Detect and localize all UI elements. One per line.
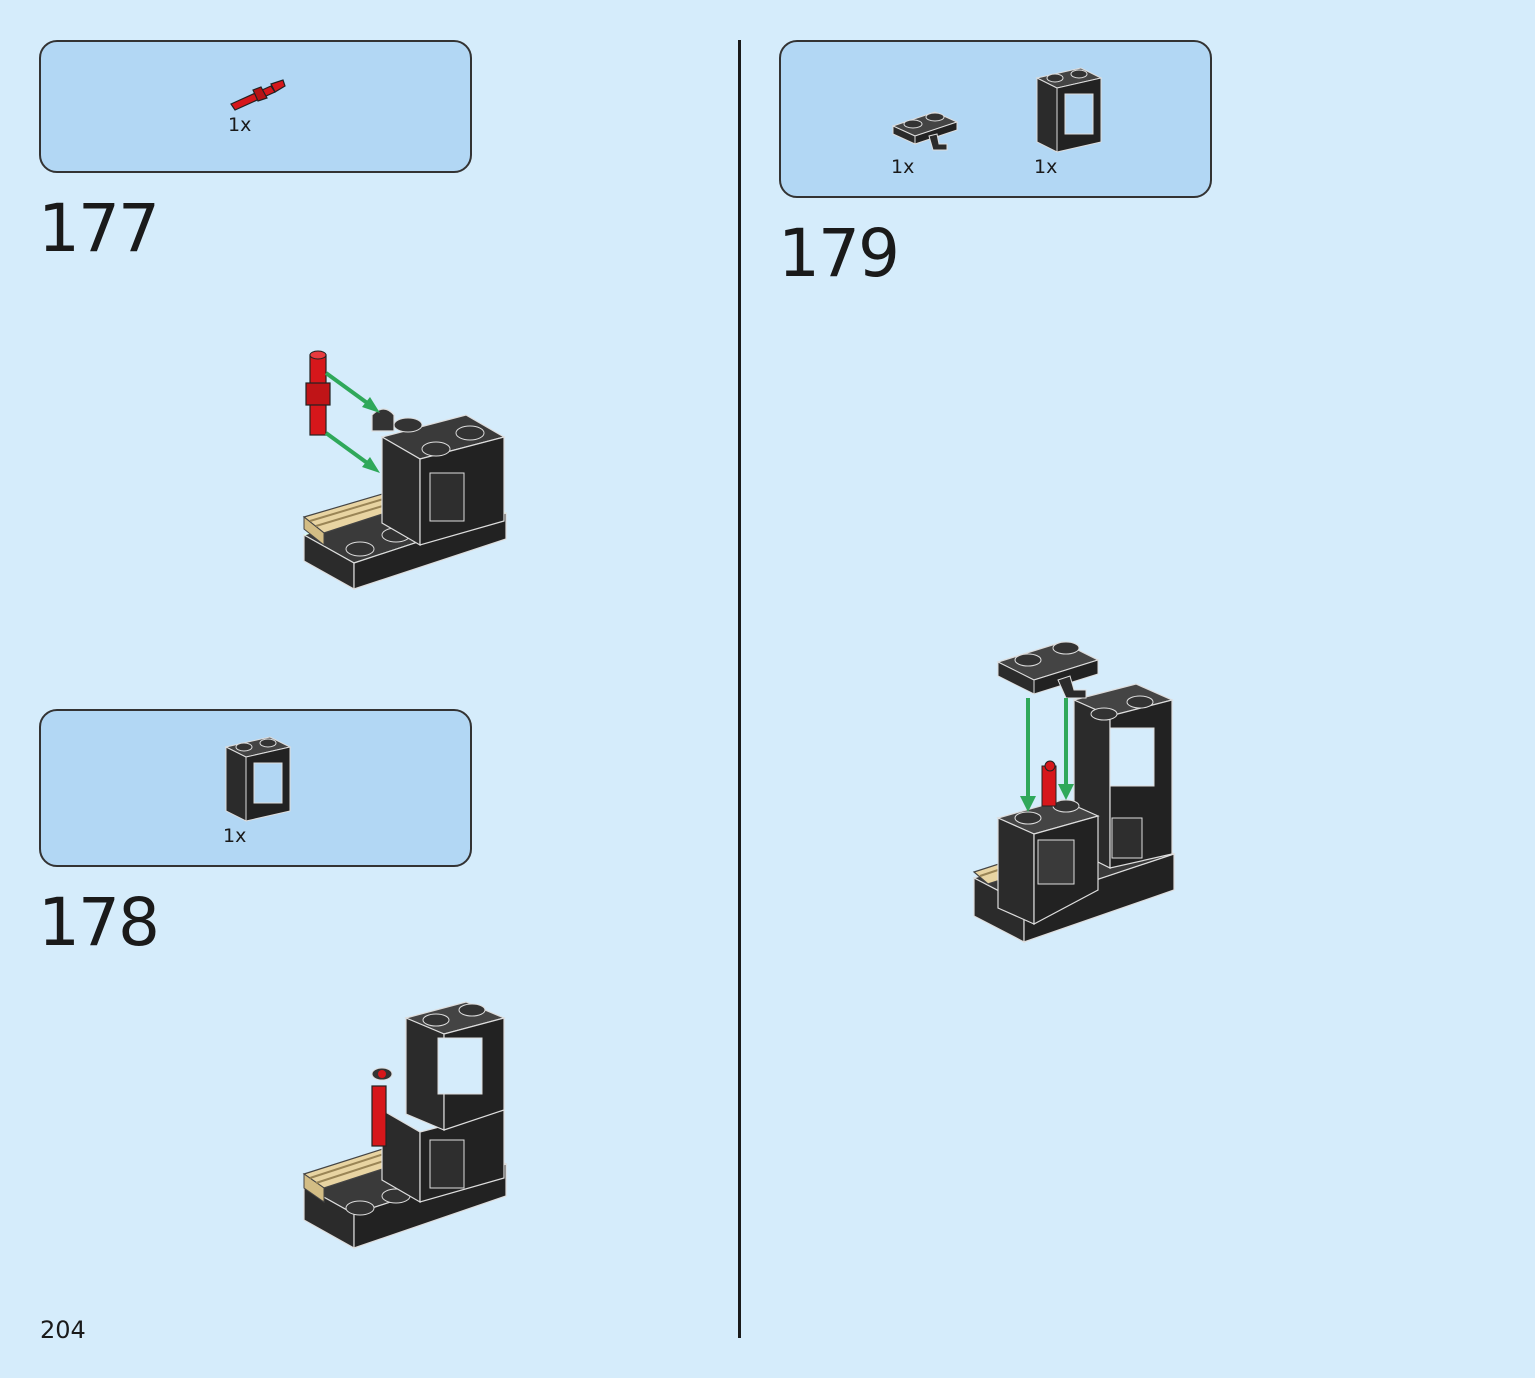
part-quantity: 1x (228, 114, 252, 136)
step-179-assembly-illustration (966, 628, 1186, 948)
step-177-parts-box: 1x (39, 40, 472, 173)
step-178-parts-box: 1x (39, 709, 472, 867)
black-clip (371, 408, 395, 432)
black-window-frame-icon (1033, 64, 1103, 156)
step-179-parts-box: 1x 1x (779, 40, 1212, 198)
page-divider (738, 40, 741, 1338)
step-number-177: 177 (38, 190, 160, 267)
black-clip-plate-icon (889, 104, 959, 156)
black-window-frame-icon (222, 733, 292, 825)
part-quantity: 1x (891, 156, 915, 178)
part-quantity: 1x (223, 825, 247, 847)
part-quantity: 1x (1034, 156, 1058, 178)
step-177-assembly-illustration (296, 345, 516, 595)
red-axle-pin-icon (227, 78, 287, 114)
step-number-179: 179 (778, 215, 900, 292)
page-number: 204 (40, 1316, 86, 1344)
step-178-assembly-illustration (296, 990, 516, 1260)
step-number-178: 178 (38, 884, 160, 961)
